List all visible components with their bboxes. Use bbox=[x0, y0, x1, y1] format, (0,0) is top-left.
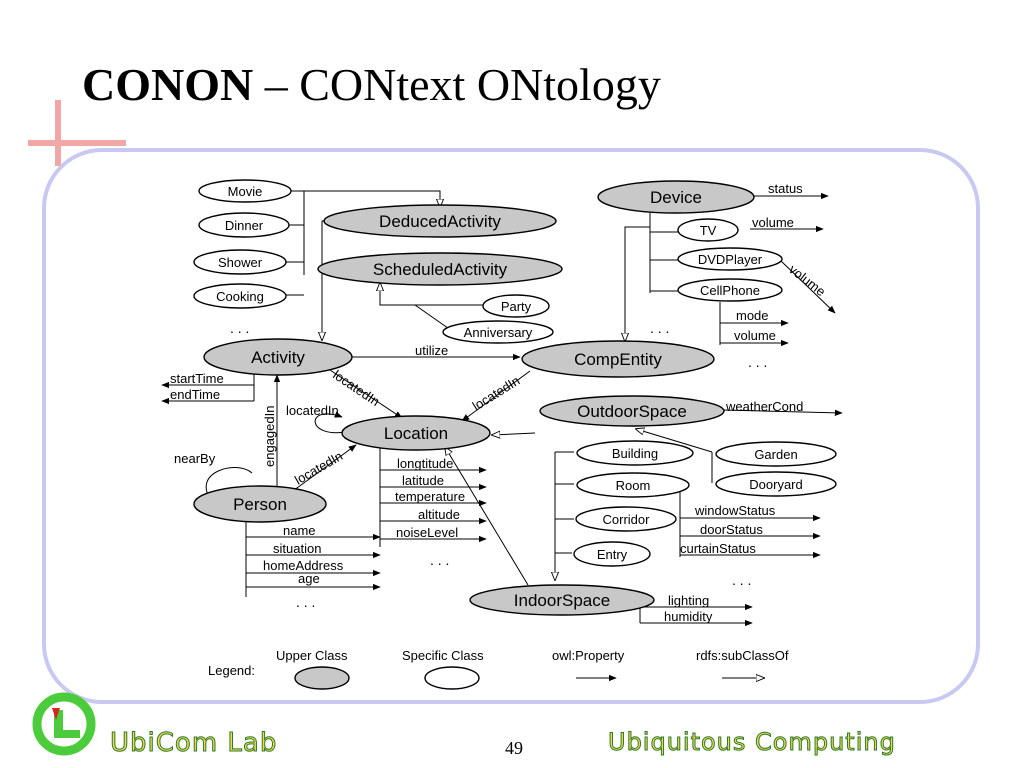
altitude-label: altitude bbox=[418, 507, 460, 522]
shower-node bbox=[193, 249, 287, 275]
outdoor-space-node bbox=[539, 395, 725, 427]
volume-dvd-label: volume bbox=[786, 262, 828, 300]
status-label: status bbox=[768, 181, 803, 196]
ubicom-logo bbox=[32, 692, 96, 756]
ontology-diagram: DeducedActivity ScheduledActivity Activi… bbox=[161, 179, 843, 690]
utilize-label: utilize bbox=[415, 343, 448, 358]
cooking-node bbox=[193, 283, 287, 309]
anniversary-node bbox=[442, 320, 554, 344]
room-node bbox=[576, 472, 690, 498]
corridor-node bbox=[575, 506, 677, 532]
activity-label: Activity bbox=[251, 348, 305, 367]
activity-node bbox=[203, 338, 353, 376]
person-properties-ellipsis: . . . bbox=[296, 594, 315, 610]
person-node bbox=[193, 485, 327, 523]
cellphone-node bbox=[677, 278, 783, 302]
building-node bbox=[576, 440, 694, 466]
location-properties-ellipsis: . . . bbox=[430, 552, 449, 568]
footer-lab-name: UbiCom Lab bbox=[109, 728, 278, 759]
scheduled-activity-label: ScheduledActivity bbox=[373, 260, 508, 279]
dinner-label: Dinner bbox=[225, 218, 264, 233]
dooryard-node bbox=[715, 471, 837, 497]
room-properties-ellipsis: . . . bbox=[732, 572, 751, 588]
end-time-label: endTime bbox=[170, 387, 220, 402]
party-node bbox=[482, 294, 550, 318]
room-label: Room bbox=[616, 478, 651, 493]
legend-upper-class-swatch bbox=[294, 666, 350, 690]
person-label: Person bbox=[233, 495, 287, 514]
noise-level-label: noiseLevel bbox=[396, 525, 458, 540]
located-in-person-label: locatedIn bbox=[292, 448, 345, 487]
slide-title: CONON – CONtext ONtology bbox=[82, 58, 661, 111]
anniversary-label: Anniversary bbox=[464, 325, 533, 340]
title-bold: CONON bbox=[82, 59, 254, 110]
legend-label: Legend: bbox=[208, 663, 255, 678]
legend-specific-class-label: Specific Class bbox=[402, 648, 484, 663]
weather-cond-label: weatherCond bbox=[725, 399, 803, 414]
tv-node bbox=[677, 218, 739, 242]
door-status-label: doorStatus bbox=[700, 522, 763, 537]
device-label: Device bbox=[650, 188, 702, 207]
near-by-label: nearBy bbox=[174, 451, 216, 466]
entry-label: Entry bbox=[597, 547, 628, 562]
longtitude-label: longtitude bbox=[397, 456, 453, 471]
temperature-label: temperature bbox=[395, 489, 465, 504]
legend-specific-class-swatch bbox=[424, 666, 480, 690]
scheduled-activity-node bbox=[317, 252, 563, 286]
movie-label: Movie bbox=[228, 184, 263, 199]
located-in-self-label: locatedIn bbox=[286, 403, 339, 418]
volume-tv-label: volume bbox=[752, 215, 794, 230]
indoor-space-node bbox=[469, 584, 655, 616]
shower-label: Shower bbox=[218, 255, 263, 270]
deduced-activity-label: DeducedActivity bbox=[379, 212, 501, 231]
mode-label: mode bbox=[736, 308, 769, 323]
legend-subclass-of-label: rdfs:subClassOf bbox=[696, 648, 789, 663]
start-time-label: startTime bbox=[170, 371, 224, 386]
device-node bbox=[597, 180, 755, 214]
dooryard-label: Dooryard bbox=[749, 477, 802, 492]
curtain-status-label: curtainStatus bbox=[680, 541, 756, 556]
footer-course-name: Ubiquitous Computing bbox=[608, 728, 896, 757]
name-label: name bbox=[283, 523, 316, 538]
situation-label: situation bbox=[273, 541, 321, 556]
humidity-label: humidity bbox=[664, 609, 713, 624]
cooking-label: Cooking bbox=[216, 289, 264, 304]
age-label: age bbox=[298, 571, 320, 586]
lighting-label: lighting bbox=[668, 593, 709, 608]
corridor-label: Corridor bbox=[603, 512, 651, 527]
home-address-label: homeAddress bbox=[263, 558, 344, 573]
device-types-ellipsis: . . . bbox=[650, 320, 669, 336]
tv-label: TV bbox=[700, 223, 717, 238]
engaged-in-label: engagedIn bbox=[262, 406, 277, 467]
dvdplayer-label: DVDPlayer bbox=[698, 252, 763, 267]
comp-entity-label: CompEntity bbox=[574, 350, 662, 369]
corner-cross-decoration bbox=[28, 100, 126, 166]
comp-entity-node bbox=[521, 340, 715, 378]
outdoor-space-label: OutdoorSpace bbox=[577, 402, 687, 421]
movie-node bbox=[198, 179, 292, 203]
garden-label: Garden bbox=[754, 447, 797, 462]
deduced-activity-node bbox=[323, 204, 557, 238]
legend-upper-class-label: Upper Class bbox=[276, 648, 348, 663]
dinner-node bbox=[198, 212, 290, 238]
cellphone-label: CellPhone bbox=[700, 283, 760, 298]
building-label: Building bbox=[612, 446, 658, 461]
window-status-label: windowStatus bbox=[694, 503, 776, 518]
garden-node bbox=[715, 441, 837, 467]
title-rest: – CONtext ONtology bbox=[253, 59, 661, 110]
volume-cell-label: volume bbox=[734, 328, 776, 343]
indoor-space-label: IndoorSpace bbox=[514, 591, 610, 610]
device-properties-ellipsis: . . . bbox=[748, 354, 767, 370]
latitude-label: latitude bbox=[402, 473, 444, 488]
entry-node bbox=[573, 541, 651, 567]
dvdplayer-node bbox=[677, 247, 783, 271]
legend-owl-property-label: owl:Property bbox=[552, 648, 625, 663]
page-number: 49 bbox=[505, 738, 523, 758]
location-label: Location bbox=[384, 424, 448, 443]
legend: Legend: Upper Class Specific Class owl:P… bbox=[208, 648, 789, 678]
party-label: Party bbox=[501, 299, 532, 314]
activity-examples-ellipsis: . . . bbox=[230, 320, 249, 336]
located-in-comp-label: locatedIn bbox=[470, 373, 523, 414]
location-node bbox=[341, 415, 491, 451]
